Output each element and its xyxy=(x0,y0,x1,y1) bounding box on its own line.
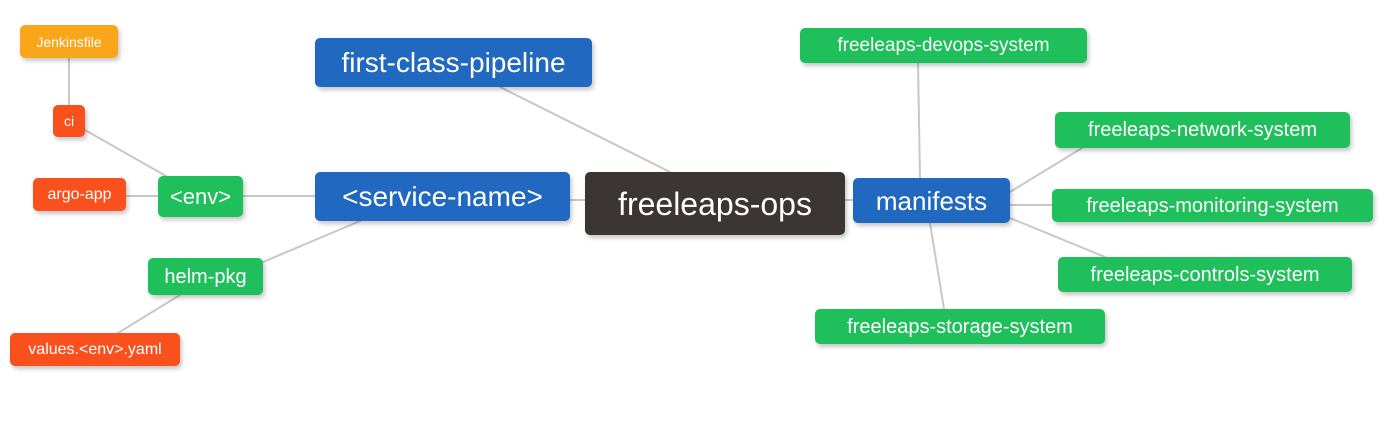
edge-manifests-to-freeleaps-storage-system xyxy=(929,222,945,310)
node-freeleaps-devops-system[interactable]: freeleaps-devops-system xyxy=(800,28,1087,63)
node-label-service-name: <service-name> xyxy=(342,180,543,212)
edge-helm-pkg-to-values-yaml xyxy=(117,294,181,334)
edge-ci-to-env xyxy=(84,129,167,177)
node-label-freeleaps-monitoring-system: freeleaps-monitoring-system xyxy=(1086,194,1339,217)
node-manifests[interactable]: manifests xyxy=(853,178,1010,223)
node-freeleaps-network-system[interactable]: freeleaps-network-system xyxy=(1055,112,1350,148)
node-label-ci: ci xyxy=(63,113,75,129)
edge-manifests-to-freeleaps-network-system xyxy=(1009,147,1083,193)
node-values-yaml[interactable]: values.<env>.yaml xyxy=(10,333,180,366)
node-freeleaps-controls-system[interactable]: freeleaps-controls-system xyxy=(1058,257,1352,292)
node-freeleaps-storage-system[interactable]: freeleaps-storage-system xyxy=(815,309,1105,344)
node-jenkinsfile[interactable]: Jenkinsfile xyxy=(20,25,118,58)
node-label-jenkinsfile: Jenkinsfile xyxy=(36,33,102,50)
node-label-freeleaps-controls-system: freeleaps-controls-system xyxy=(1090,263,1320,286)
edge-manifests-to-freeleaps-devops-system xyxy=(917,62,921,179)
edge-manifests-to-freeleaps-controls-system xyxy=(1009,217,1106,258)
node-ci[interactable]: ci xyxy=(53,105,85,137)
node-first-class-pipeline[interactable]: first-class-pipeline xyxy=(315,38,592,87)
node-freeleaps-monitoring-system[interactable]: freeleaps-monitoring-system xyxy=(1052,189,1373,222)
node-label-freeleaps-devops-system: freeleaps-devops-system xyxy=(837,35,1050,56)
node-service-name[interactable]: <service-name> xyxy=(315,172,570,221)
node-label-freeleaps-network-system: freeleaps-network-system xyxy=(1088,119,1317,141)
node-label-freeleaps-storage-system: freeleaps-storage-system xyxy=(847,315,1073,338)
node-label-first-class-pipeline: first-class-pipeline xyxy=(341,46,566,78)
node-label-env: <env> xyxy=(169,183,232,209)
node-label-helm-pkg: helm-pkg xyxy=(164,265,247,288)
node-label-argo-app: argo-app xyxy=(47,185,112,203)
node-label-values-yaml: values.<env>.yaml xyxy=(28,340,162,358)
edge-first-class-pipeline-to-freeleaps-ops xyxy=(499,86,671,173)
node-freeleaps-ops[interactable]: freeleaps-ops xyxy=(585,172,845,235)
node-label-freeleaps-ops: freeleaps-ops xyxy=(618,185,812,222)
node-argo-app[interactable]: argo-app xyxy=(33,178,126,211)
node-env[interactable]: <env> xyxy=(158,176,243,217)
node-label-manifests: manifests xyxy=(875,185,988,216)
node-helm-pkg[interactable]: helm-pkg xyxy=(148,258,263,295)
edge-service-name-to-helm-pkg xyxy=(262,220,361,263)
